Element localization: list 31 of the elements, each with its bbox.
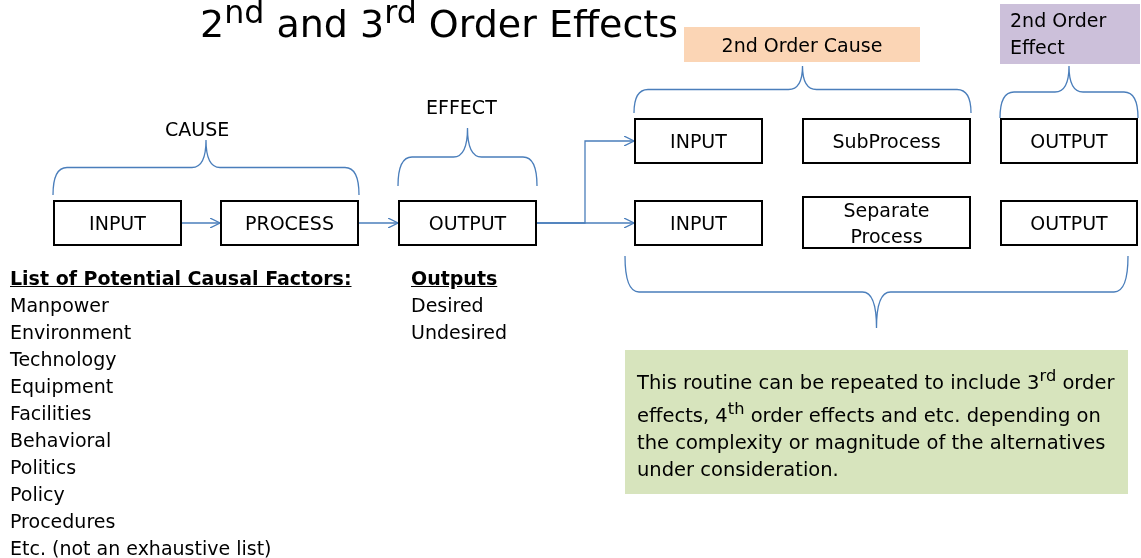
list-item: Equipment bbox=[10, 375, 114, 397]
list-item: Politics bbox=[10, 456, 77, 478]
arrow bbox=[358, 217, 399, 229]
note-box: This routine can be repeated to include 3$^{rd}$ order effects, 4$^{th}$ order effects and etc. depending on the complexity or magnitude of the alternatives under consideration. bbox=[625, 350, 1128, 494]
process-box: INPUT bbox=[634, 200, 763, 246]
list-item: Behavioral bbox=[10, 429, 112, 451]
list-item: Undesired bbox=[411, 321, 508, 343]
brace-label: CAUSE bbox=[165, 118, 230, 140]
list-item: Facilities bbox=[10, 402, 92, 424]
effect-banner: 2nd Order Effect bbox=[1000, 4, 1140, 64]
process-box: SubProcess bbox=[802, 118, 971, 164]
list-item: Technology bbox=[10, 348, 117, 370]
process-box: PROCESS bbox=[220, 200, 359, 246]
process-box: OUTPUT bbox=[1000, 118, 1138, 164]
list-item: Environment bbox=[10, 321, 132, 343]
process-box: INPUT bbox=[634, 118, 763, 164]
list-heading: Outputs bbox=[411, 267, 498, 289]
process-box: INPUT bbox=[53, 200, 182, 246]
list-item: Procedures bbox=[10, 510, 116, 532]
arrow bbox=[536, 217, 635, 229]
process-box: OUTPUT bbox=[1000, 200, 1138, 246]
process-box: OUTPUT bbox=[398, 200, 537, 246]
list-item: Manpower bbox=[10, 294, 109, 316]
brace-label: EFFECT bbox=[426, 96, 497, 118]
list-item: Policy bbox=[10, 483, 65, 505]
arrow bbox=[181, 217, 221, 229]
process-box: Separate Process bbox=[802, 196, 971, 249]
list-heading: List of Potential Causal Factors: bbox=[10, 267, 352, 289]
list-item: Etc. (not an exhaustive list) bbox=[10, 537, 272, 558]
list-item: Desired bbox=[411, 294, 484, 316]
cause-banner: 2nd Order Cause bbox=[684, 27, 920, 62]
